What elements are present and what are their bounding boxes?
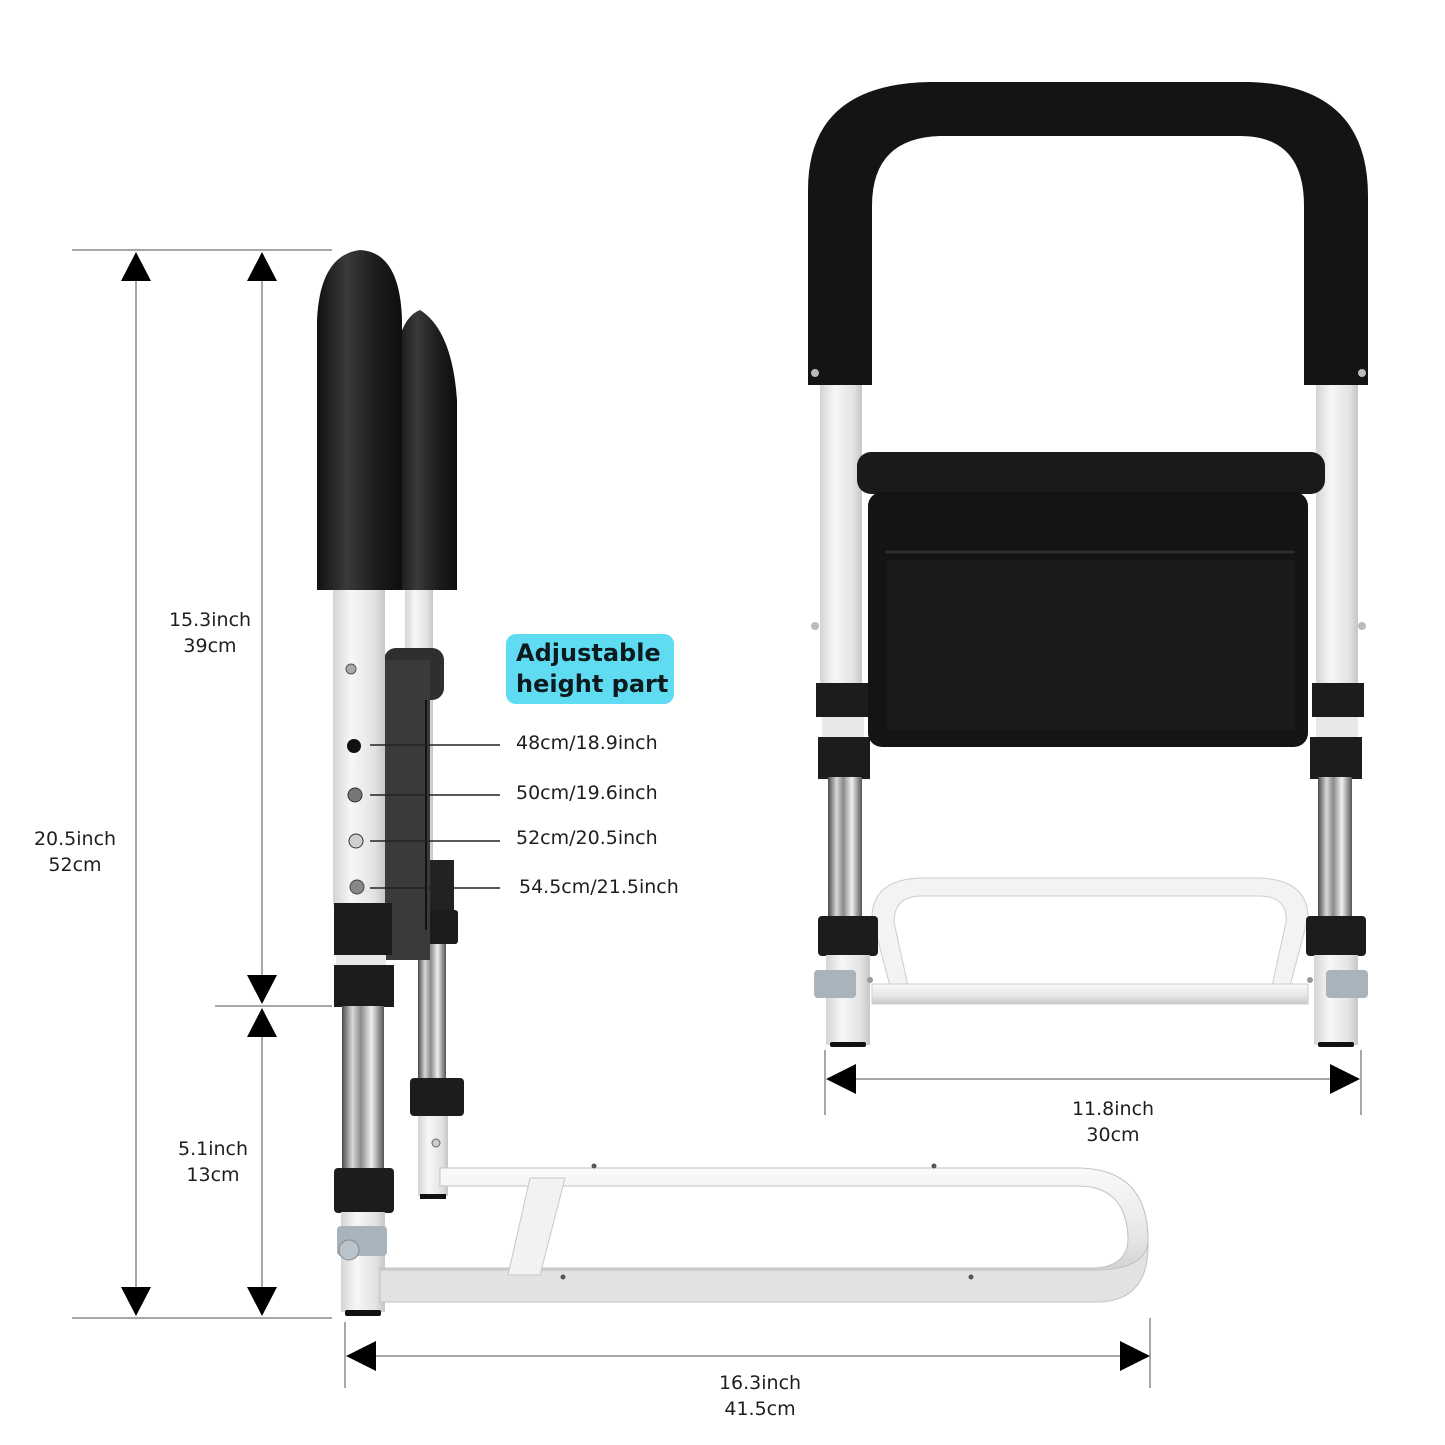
height-position-3: 52cm/20.5inch <box>516 827 658 849</box>
width-label: 11.8inch 30cm <box>1053 1096 1173 1148</box>
lower-height-cm: 13cm <box>186 1164 240 1186</box>
callout-line-1: Adjustable <box>516 639 661 667</box>
callout-line-2: height part <box>516 670 669 698</box>
width-cm: 30cm <box>1086 1124 1140 1146</box>
upper-height-cm: 39cm <box>183 635 237 657</box>
dimension-lines <box>72 249 1362 1388</box>
dimension-arrow-icons <box>121 252 1360 1371</box>
lower-height-inch: 5.1inch <box>177 1138 249 1160</box>
side-view-rail <box>317 250 1149 1316</box>
base-length-label: 16.3inch 41.5cm <box>700 1370 820 1422</box>
callout-leader-lines <box>370 744 500 889</box>
height-position-4: 54.5cm/21.5inch <box>519 876 679 898</box>
adjustable-height-callout: Adjustable height part <box>506 634 674 704</box>
base-length-inch: 16.3inch <box>718 1372 802 1394</box>
lower-height-label: 5.1inch 13cm <box>158 1136 268 1188</box>
width-inch: 11.8inch <box>1071 1098 1155 1120</box>
base-length-cm: 41.5cm <box>724 1398 796 1420</box>
total-height-inch: 20.5inch <box>33 828 117 850</box>
total-height-cm: 52cm <box>48 854 102 876</box>
front-view-rail <box>808 82 1368 1047</box>
upper-height-inch: 15.3inch <box>168 609 252 631</box>
height-position-2: 50cm/19.6inch <box>516 782 658 804</box>
upper-height-label: 15.3inch 39cm <box>155 607 265 659</box>
total-height-label: 20.5inch 52cm <box>20 826 130 878</box>
height-position-1: 48cm/18.9inch <box>516 732 658 754</box>
